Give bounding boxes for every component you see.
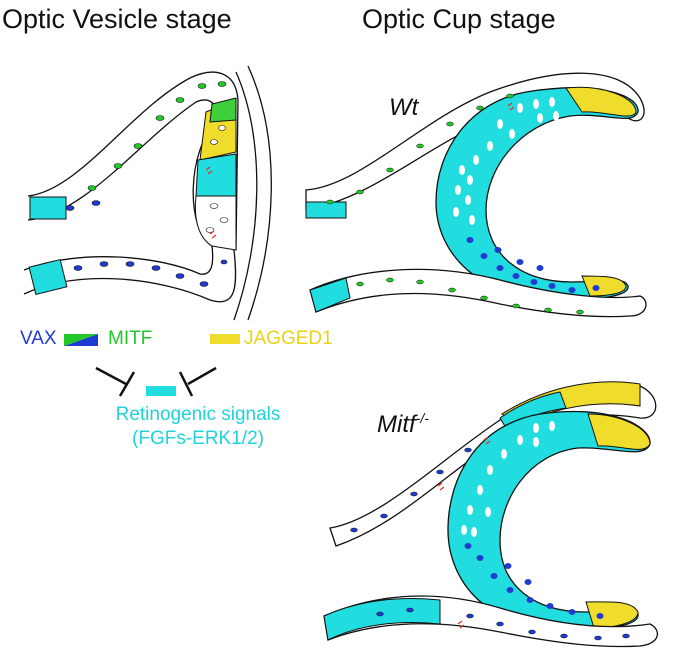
surface-ectoderm-line <box>233 71 258 321</box>
mitf-retina-blue-nuclei <box>464 543 604 619</box>
wt-jagged-top <box>565 86 637 117</box>
wt-retina-blue-nuclei <box>466 237 600 293</box>
wt-red-marks <box>507 102 515 111</box>
retinogenic-signal-swatch <box>146 386 176 396</box>
optic-vesicle-stage-title: Optic Vesicle stage <box>2 4 232 34</box>
vesicle-upper-outer <box>27 71 239 197</box>
vesicle-upper-blue-nuclei <box>65 200 101 211</box>
vesicle-red-marks <box>205 166 217 239</box>
fgf-erk-label: (FGFs-ERK1/2) <box>132 428 264 449</box>
vesicle-mitf-domain <box>209 97 237 123</box>
wt-rpe-layer <box>305 72 645 211</box>
vesicle-distal-nuclei <box>205 203 229 233</box>
mitf-retina-white-nuclei <box>461 421 555 537</box>
mitf-jagged-top <box>587 413 651 450</box>
vesicle-upper-nuclei <box>87 81 227 191</box>
mitf-neural-retina <box>447 410 651 631</box>
vesicle-lower-nuclei <box>73 259 228 287</box>
mitf-lower-stalk-cyan <box>323 598 441 641</box>
mitf-mutant-label: Mitf-/- <box>377 410 429 439</box>
mitf-red-marks <box>437 436 491 629</box>
vesicle-cyan-domain <box>195 153 237 197</box>
optic-cup-stage-title: Optic Cup stage <box>362 4 556 34</box>
mitf-mutant-label-superscript: -/- <box>415 410 429 426</box>
wt-retina-white-nuclei <box>453 97 559 225</box>
legend-jagged1-swatch <box>210 334 240 344</box>
wt-optic-cup <box>305 72 647 318</box>
legend-vax-label: VAX <box>20 328 57 349</box>
mitf-mutant-optic-cup <box>323 381 659 648</box>
wt-stalk-cyan <box>305 201 347 219</box>
wt-rpe-green-nuclei <box>326 93 584 315</box>
wt-neural-retina <box>435 87 639 301</box>
vesicle-stalk-cyan-lower <box>28 258 68 296</box>
surface-ectoderm-line-2 <box>247 65 272 321</box>
wt-lower-stalk-cyan <box>309 277 351 313</box>
vesicle-stalk-cyan-upper <box>29 196 67 220</box>
legend-vax-mitf-gradient <box>64 334 98 346</box>
legend-mitf-label: MITF <box>108 328 153 349</box>
vesicle-lower-outer <box>23 249 237 303</box>
vesicle-jag-nuclei <box>210 125 226 145</box>
vesicle-retina-domain <box>194 195 237 251</box>
inhibition-arrows <box>95 366 217 397</box>
mitf-rpe-blue-nuclei <box>350 447 630 641</box>
wt-jagged-bottom <box>581 275 627 297</box>
mitf-jagged-bottom <box>585 601 639 629</box>
wt-lower-layer <box>309 268 647 318</box>
retinogenic-signals-label: Retinogenic signals <box>115 404 281 425</box>
legend-jagged1-label: JAGGED1 <box>244 328 333 349</box>
mitf-mutant-label-base: Mitf <box>377 411 416 438</box>
wild-type-label: Wt <box>389 94 419 121</box>
vesicle-lower-inner <box>23 245 214 275</box>
